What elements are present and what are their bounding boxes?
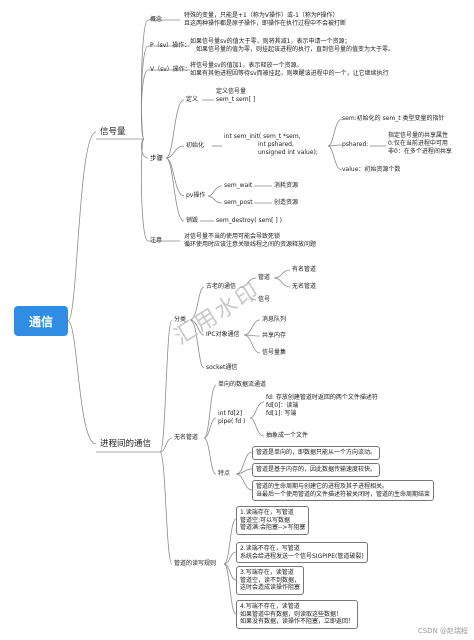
feature-lifecycle: 管道的生命周期与创建它的进程及其子进程相关。 当最后一个使用管道的文件描述符被关… (252, 480, 435, 501)
fd-desc: fd: 存放创建管道时返回的两个文件描述符 fd[0]：读端 fd[1]: 写端 (266, 394, 378, 417)
sem-wait: sem_wait (224, 182, 253, 189)
node-steps[interactable]: 步骤 (150, 154, 163, 162)
node-ipc[interactable]: 进程间的通信 (100, 439, 152, 449)
node-semaphore-set: 信号量集 (262, 349, 287, 356)
node-init[interactable]: 初始化 (186, 142, 205, 149)
abstract-file: 抽象成一个文件 (266, 432, 309, 439)
rule-3: 3.写端存在，读管道 管道空，读不到数据， 这时会造成读操作阻塞 (236, 566, 305, 595)
node-socket: socket通信 (206, 364, 238, 371)
feature-one-way: 管道是单向的，即数据只能从一个方向流动。 (252, 446, 381, 460)
node-note[interactable]: 注意 (150, 237, 163, 244)
node-semaphore[interactable]: 信号量 (100, 127, 126, 137)
node-pipe[interactable]: 管道 (258, 274, 271, 281)
node-pshared[interactable]: pshared: (342, 141, 369, 148)
sem-post-desc: 创造资源 (274, 199, 299, 206)
rule-4: 4.写端不存在，读管道 如果管道中有数据，则读取这些数据！ 如果没有数据，读操作… (236, 600, 359, 629)
node-concept[interactable]: 概念 (150, 16, 163, 23)
node-unnamed-pipe[interactable]: 无名管道 (174, 434, 199, 441)
node-define[interactable]: 定义 (186, 96, 199, 103)
rule-2: 2.读端不存在，写管道 系统会给进程发送一个信号SIGPIPE(管道破裂) (236, 542, 368, 563)
node-message-queue: 消息队列 (262, 316, 287, 323)
one-way-channel: 单向的数据流通道 (218, 381, 267, 388)
node-pv[interactable]: pv操作 (186, 192, 206, 199)
node-p-op[interactable]: P（sv）操作： (150, 42, 191, 49)
rule-1: 1.读端存在，写管道 管道空:可以写数据 管道满:会阻塞-->写阻塞 (236, 506, 310, 535)
v-op-text: 将信号量sv的值加1，表示释放一个资源。 如果有其他进程因等待sv而被挂起，则唤… (190, 62, 389, 77)
feature-memory: 管道是基于内存的，因此数据传输速度较快。 (252, 463, 381, 477)
node-rw-rules[interactable]: 管道的读写规则 (174, 560, 217, 567)
footer-credit: CSDN @赵瑞程 (417, 627, 468, 635)
node-shared-memory: 共享内存 (262, 332, 287, 339)
concept-text: 特殊的变量，只能是+1（称为V操作）或-1（称为P操作） 且这两种操作都是原子操… (184, 12, 347, 27)
value-param-desc: value：初始资源个数 (342, 166, 401, 173)
node-destroy[interactable]: 销毁 (186, 217, 199, 224)
define-text: 定义信号量 sem_t sem[ ] (216, 88, 256, 103)
node-classic[interactable]: 古老的通信 (206, 283, 237, 290)
pshared-desc: 指定信号量的共享属性 0:仅在当前进程中可用 非0：在多个进程间共享 (388, 132, 452, 155)
node-features[interactable]: 特点 (218, 470, 231, 477)
sem-destroy: sem_destroy( sem[ ] ) (216, 217, 282, 224)
node-signal: 信号 (258, 296, 271, 303)
node-unnamed-pipe-item: 无名管道 (292, 283, 317, 290)
node-named-pipe: 有名管道 (292, 266, 317, 273)
node-v-op[interactable]: V（sv）操作： (150, 66, 191, 73)
pipe-signature: int fd[2] pipe( fd ) (218, 410, 246, 425)
p-op-text: 如果信号量sv的值大于零，则将其减1，表示申请一个资源； 如果信号量的值为零，则… (190, 38, 395, 53)
note-text: 对信号量不当的使用可能会导致死锁 循环使用时应该注意关联线程之间的资源释放问题 (184, 233, 317, 248)
sem-param-desc: sem:初始化的 sem_t 类型变量的指针 (342, 115, 445, 122)
sem-post: sem_post (224, 199, 253, 206)
root-node[interactable]: 通信 (14, 306, 68, 336)
node-classify[interactable]: 分类 (174, 316, 187, 323)
sem-init-signature: int sem_init( sem_t *sem, int pshared, u… (224, 133, 318, 156)
sem-wait-desc: 消耗资源 (274, 182, 299, 189)
node-ipc-object[interactable]: IPC对象通信 (206, 331, 240, 338)
